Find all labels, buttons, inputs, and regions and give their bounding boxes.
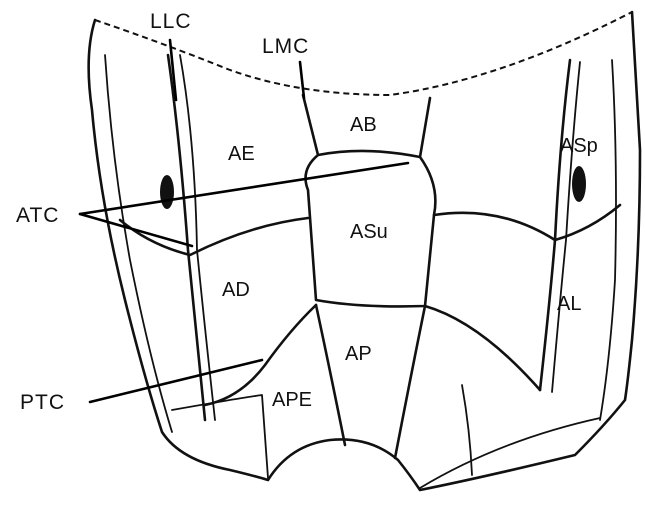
left-inner-rim [105,55,172,432]
lmc-leader [300,62,304,98]
ap-left-boundary [316,305,345,445]
ap-label: AP [345,343,372,365]
asp-label: ASp [560,135,598,157]
left-transverse-seam [120,218,308,255]
ae-label: AE [228,143,255,165]
atc-label: ATC [16,204,59,227]
ab-label: AB [350,114,377,136]
al-label: AL [557,293,581,315]
ad-label: AD [222,279,250,301]
ptc-leader [90,360,262,402]
atc-leader-lower [80,214,192,246]
lower-right-seam [425,306,540,390]
left-spot [160,175,174,209]
left-column-outer [168,55,205,420]
lmc-label: LMC [262,35,309,58]
ap-right-boundary [395,306,425,458]
asu-label: ASu [350,221,388,243]
atc-leader-upper [80,163,408,214]
posterior-inner-seam [462,385,472,475]
right-transverse-seam [434,205,620,240]
left-column-inner [180,55,215,420]
ape-label: APE [272,389,312,411]
right-spot [572,166,586,202]
right-column-outer [540,60,570,390]
right-inner-rim [600,60,616,420]
posterior-marginal-row [172,395,600,488]
llc-label: LLC [150,10,192,33]
ptc-label: PTC [20,391,65,414]
